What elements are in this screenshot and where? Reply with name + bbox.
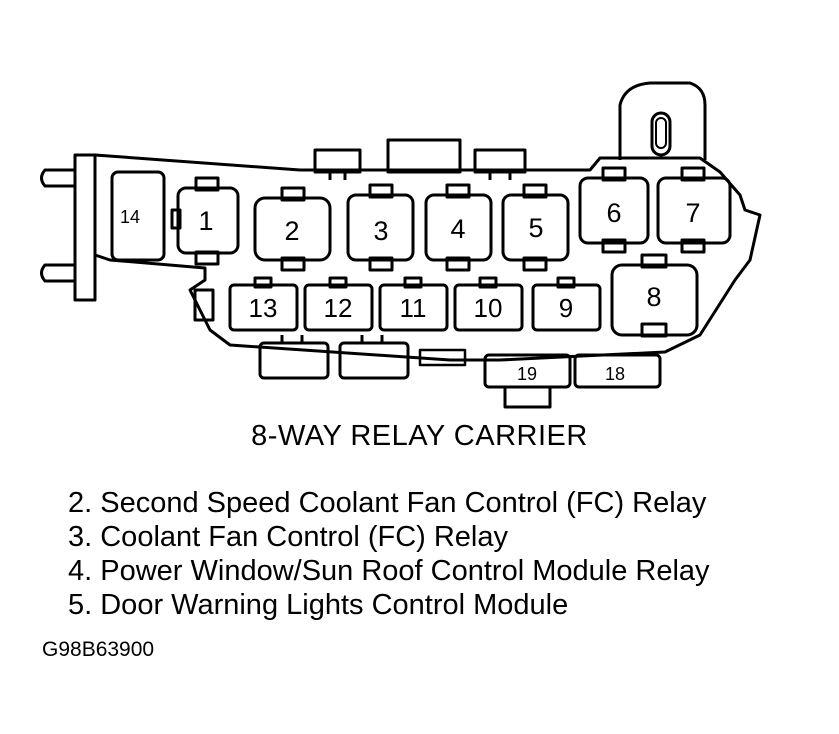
relay-slot-18: 18 bbox=[573, 353, 662, 389]
legend-item-3: 3. Coolant Fan Control (FC) Relay bbox=[68, 521, 508, 553]
slot-label-12: 12 bbox=[324, 293, 353, 323]
slot-label-14: 14 bbox=[120, 207, 140, 227]
slot-label-1: 1 bbox=[198, 206, 213, 236]
side-latch bbox=[193, 288, 215, 322]
slot-label-6: 6 bbox=[606, 198, 621, 228]
legend-item-5: 5. Door Warning Lights Control Module bbox=[68, 589, 569, 621]
carrier-body bbox=[93, 153, 762, 362]
relay-slot-19: 19 bbox=[483, 353, 572, 409]
legend-item-4: 4. Power Window/Sun Roof Control Module … bbox=[68, 555, 710, 587]
relay-carrier-diagram: 14 1 2 3 4 5 6 bbox=[40, 81, 762, 409]
relay-slot-5: 5 bbox=[501, 183, 570, 272]
slot-label-18: 18 bbox=[605, 364, 625, 384]
relay-slot-10: 10 bbox=[453, 276, 524, 332]
relay-slot-1: 1 bbox=[170, 176, 240, 266]
slot-label-4: 4 bbox=[450, 214, 465, 244]
relay-slot-7: 7 bbox=[656, 166, 732, 254]
relay-legend: 2. Second Speed Coolant Fan Control (FC)… bbox=[68, 486, 710, 622]
relay-slot-9: 9 bbox=[531, 276, 602, 332]
top-connector-tabs bbox=[313, 138, 527, 180]
slot-label-13: 13 bbox=[249, 293, 278, 323]
figure-code: G98B63900 bbox=[42, 638, 155, 661]
slot-label-9: 9 bbox=[559, 293, 573, 323]
slot-label-2: 2 bbox=[284, 216, 299, 246]
relay-slot-3: 3 bbox=[346, 183, 415, 272]
slot-label-7: 7 bbox=[685, 198, 700, 228]
relay-slot-4: 4 bbox=[424, 183, 493, 272]
cable-clip bbox=[618, 81, 707, 160]
relay-slot-11: 11 bbox=[378, 276, 449, 332]
relay-slot-2: 2 bbox=[253, 186, 332, 272]
relay-slot-8: 8 bbox=[610, 253, 699, 338]
slot-label-11: 11 bbox=[400, 293, 427, 323]
slot-label-8: 8 bbox=[646, 282, 661, 312]
relay-slot-14: 14 bbox=[110, 170, 166, 262]
relay-slot-6: 6 bbox=[578, 166, 650, 254]
legend-item-2: 2. Second Speed Coolant Fan Control (FC)… bbox=[68, 487, 707, 519]
slot-label-3: 3 bbox=[373, 216, 388, 246]
diagram-title: 8-WAY RELAY CARRIER bbox=[251, 420, 588, 452]
bottom-connectors bbox=[258, 335, 467, 380]
relay-slot-13: 13 bbox=[228, 276, 299, 332]
mounting-bracket bbox=[40, 153, 97, 302]
relay-slot-12: 12 bbox=[303, 276, 374, 332]
slot-label-19: 19 bbox=[517, 364, 537, 384]
slot-label-10: 10 bbox=[474, 293, 503, 323]
slot-label-5: 5 bbox=[528, 213, 543, 243]
